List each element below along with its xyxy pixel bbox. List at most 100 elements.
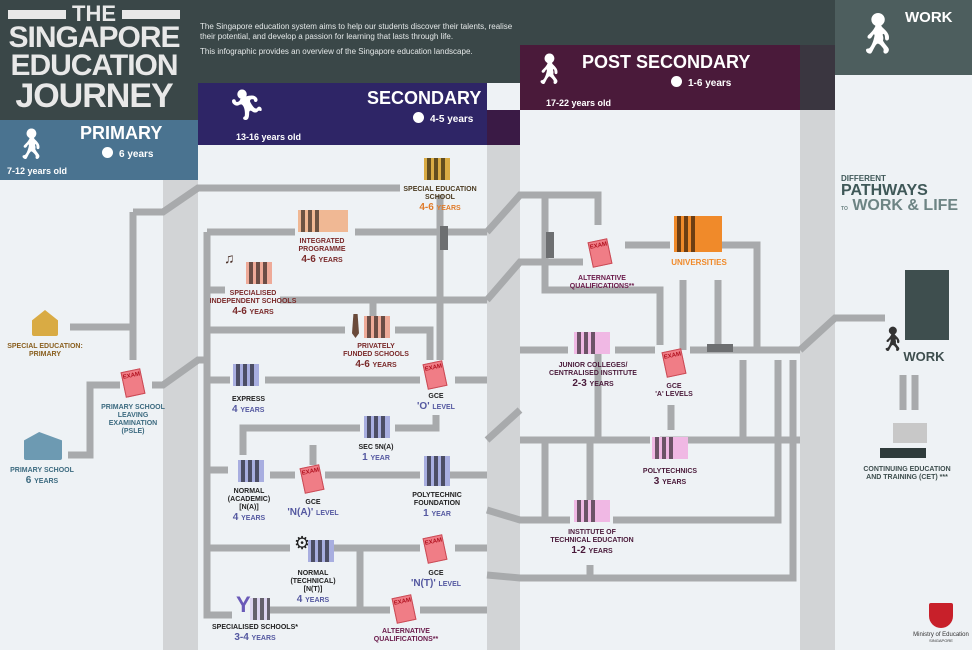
- secondary-band: [198, 83, 487, 145]
- sec5na-school-icon: [364, 416, 390, 438]
- clock-icon: [102, 147, 113, 158]
- duration-text: 6 years: [119, 149, 154, 160]
- node-label: POLYTECHNICS: [642, 468, 698, 475]
- node-years: 4-6: [232, 306, 247, 317]
- node-label: AND TRAINING (CET) ***: [866, 474, 948, 481]
- node-label: PRIMARY SCHOOL: [10, 467, 74, 474]
- node-years-unit: YEARS: [34, 478, 59, 485]
- moe-country: SINGAPORE: [929, 638, 953, 643]
- node-years-unit: YEARS: [240, 407, 265, 414]
- moe-name: Ministry of Education: [913, 632, 969, 638]
- pathways-line: TO: [841, 206, 848, 212]
- node-years: 1: [423, 508, 429, 519]
- node-years-unit: YEARS: [436, 205, 461, 212]
- node-label: GCE: [666, 383, 682, 390]
- node-label: PRIMARY: [28, 351, 62, 358]
- node-label: GCE: [305, 499, 321, 506]
- title-line: THE: [72, 1, 116, 26]
- node-work[interactable]: WORK: [903, 350, 944, 364]
- secondary-duration: 4-5 years: [413, 112, 473, 125]
- duration-text: 1-6 years: [688, 78, 732, 89]
- node-years: 'N(T)': [410, 578, 436, 589]
- primary-duration: 6 years: [102, 147, 153, 160]
- node-years-unit: YEAR: [370, 455, 390, 462]
- node-label: FUNDED SCHOOLS: [343, 351, 409, 358]
- node-years-unit: LEVEL: [438, 581, 462, 588]
- post-secondary-band: [520, 45, 800, 110]
- primary-title: PRIMARY: [80, 123, 163, 143]
- node-years-unit: YEARS: [305, 597, 330, 604]
- column-divider: [800, 110, 835, 650]
- node-normal-academic[interactable]: NORMAL(ACADEMIC)[N(A)]4 YEARS: [228, 488, 270, 524]
- node-label: QUALIFICATIONS**: [373, 636, 439, 643]
- node-years: 6: [25, 475, 32, 486]
- duration-text: 4-5 years: [430, 114, 474, 125]
- node-label: INDEPENDENT SCHOOLS: [209, 298, 297, 305]
- node-gce-a-levels[interactable]: GCE'A' LEVELS: [655, 383, 693, 399]
- junior-college-icon: [574, 332, 610, 354]
- node-label: NORMAL: [297, 570, 329, 577]
- node-label: NORMAL: [233, 488, 265, 495]
- post-secondary-duration: 1-6 years: [671, 76, 731, 89]
- path-junction: [546, 232, 554, 258]
- node-years-unit: YEARS: [589, 381, 614, 388]
- node-label: ALTERNATIVE: [382, 628, 430, 635]
- node-years-unit: LEVEL: [432, 404, 455, 411]
- walking-worker-icon: 🚶︎: [852, 12, 903, 56]
- node-normal-technical[interactable]: NORMAL(TECHNICAL)[N(T)]4 YEARS: [290, 570, 335, 606]
- normal-academic-school-icon: [238, 460, 264, 482]
- node-years: 4: [232, 404, 238, 415]
- pathways-heading: DIFFERENT PATHWAYS TO WORK & LIFE: [841, 175, 958, 217]
- primary-age: 7-12 years old: [7, 166, 68, 176]
- secondary-title: SECONDARY: [367, 88, 482, 108]
- clock-icon: [671, 76, 682, 87]
- pathways-line: DIFFERENT: [841, 174, 886, 183]
- node-special-ed-primary[interactable]: SPECIAL EDUCATION:PRIMARY: [7, 343, 83, 359]
- integrated-programme-icon: [298, 210, 348, 232]
- express-school-icon: [233, 364, 259, 386]
- node-years: 1-2: [571, 545, 586, 556]
- work-title: WORK: [905, 9, 953, 26]
- music-note-icon: ♫: [224, 250, 235, 266]
- node-gce-na-level[interactable]: GCE'N(A)' LEVEL: [287, 499, 338, 519]
- node-years-unit: LEVEL: [316, 510, 339, 517]
- node-years-unit: YEARS: [588, 548, 613, 555]
- node-universities[interactable]: UNIVERSITIES: [671, 259, 727, 267]
- polytechnic-icon: [652, 437, 688, 459]
- node-years-unit: YEARS: [662, 479, 687, 486]
- node-specialised-schools[interactable]: SPECIALISED SCHOOLS*3-4 YEARS: [212, 624, 298, 644]
- secondary-age: 13-16 years old: [236, 132, 302, 142]
- intro-text: The Singapore education system aims to h…: [200, 22, 520, 57]
- specialised-school-icon: [250, 598, 270, 620]
- column-divider: [487, 110, 520, 145]
- tools-icon: Y: [236, 592, 251, 617]
- teacher-board-icon: [893, 423, 927, 443]
- special-education-school-icon: [424, 158, 450, 180]
- node-label: UNIVERSITIES: [671, 258, 727, 267]
- node-years-unit: YEAR: [431, 511, 451, 518]
- node-years: 4-6: [301, 254, 316, 265]
- node-gce-nt-level[interactable]: GCE'N(T)' LEVEL: [411, 570, 461, 590]
- node-label: PROGRAMME: [298, 246, 346, 253]
- node-sec5na[interactable]: SEC 5N(A)1 YEAR: [358, 444, 393, 464]
- node-label: JUNIOR COLLEGES/: [558, 362, 628, 369]
- node-label: PRIVATELY: [357, 343, 395, 350]
- node-gce-o-level[interactable]: GCE'O' LEVEL: [417, 393, 455, 413]
- node-label: WORK: [903, 349, 945, 364]
- node-label: [N(T)]: [303, 586, 323, 593]
- polytechnic-foundation-icon: [424, 456, 450, 486]
